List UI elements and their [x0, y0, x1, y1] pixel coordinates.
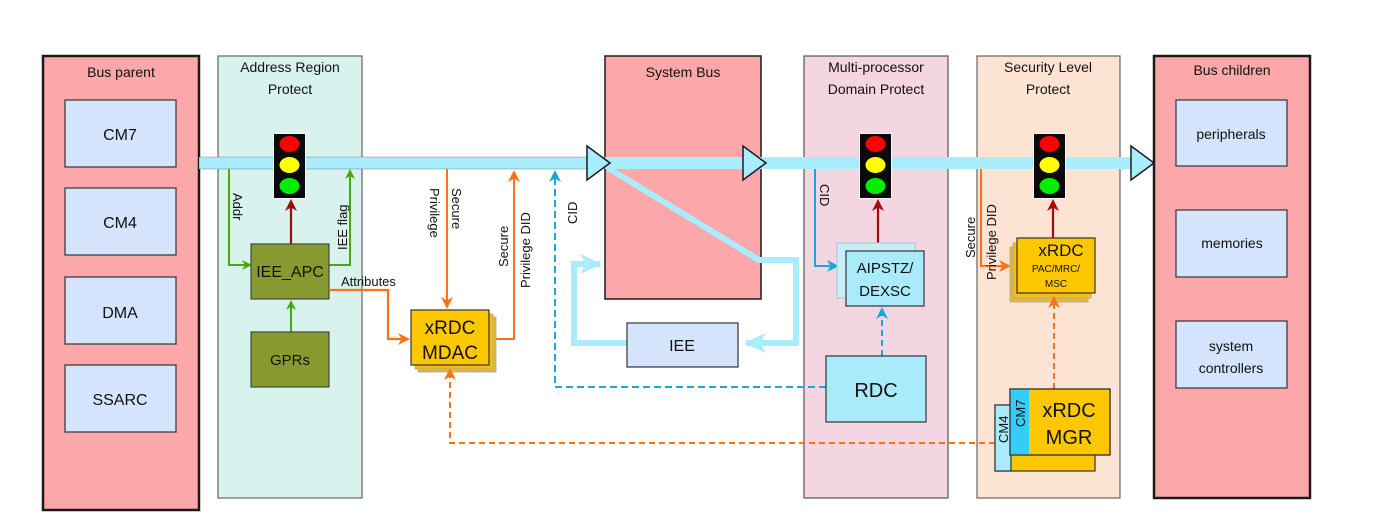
module-peripherals[interactable]: peripherals — [1175, 99, 1288, 167]
cid-dashed-arrow — [549, 170, 826, 388]
aipstz-dexsc-block[interactable]: AIPSTZ/ DEXSC — [836, 242, 925, 307]
system-controllers-label-2: controllers — [1199, 360, 1264, 376]
aipstz-label-1: AIPSTZ/ — [857, 260, 915, 277]
red-light-icon — [1039, 136, 1060, 152]
mgr-tab-cm4: CM4 — [996, 416, 1011, 443]
mgr-to-mdac-arrow — [444, 368, 995, 444]
iee-flag-arrow — [329, 169, 355, 266]
secure-privilege-label-1: Secure — [449, 188, 464, 229]
green-light-icon — [279, 178, 300, 194]
yellow-light-icon — [279, 157, 300, 173]
bus-arrow-2 — [742, 144, 768, 182]
iee-apc-block[interactable]: IEE_APC — [250, 243, 330, 300]
traffic-light-multiprocessor — [859, 133, 892, 199]
mgr-tab-cm7: CM7 — [1013, 400, 1028, 427]
system-bus-title: System Bus — [646, 64, 721, 80]
mdp-title-1: Multi-processor — [828, 59, 924, 75]
red-light-icon — [279, 136, 300, 152]
iee-label: IEE — [669, 338, 695, 355]
secure-did-arrow — [496, 170, 520, 340]
cid-sysbus-label: CID — [565, 202, 580, 224]
module-cm7-label: CM7 — [103, 127, 137, 144]
attributes-arrow — [329, 288, 410, 345]
secure-did-label-2: Privilege DID — [518, 212, 533, 288]
xrdc-pac-label-2: PAC/MRC/ — [1032, 264, 1080, 275]
xrdc-mgr-block[interactable]: CM4 CM7 xRDC MGR — [994, 388, 1111, 472]
yellow-light-icon — [865, 157, 886, 173]
bus-children-title: Bus children — [1193, 62, 1270, 78]
gprs-block[interactable]: GPRs — [250, 331, 330, 388]
addr-label: Addr — [230, 193, 245, 221]
green-light-icon — [1039, 178, 1060, 194]
system-bus-group: System Bus — [604, 55, 762, 300]
bus-children-group: Bus children peripherals memories system… — [1152, 54, 1312, 500]
module-dma-label: DMA — [102, 305, 138, 322]
module-memories[interactable]: memories — [1175, 209, 1288, 278]
iee-return-path — [571, 254, 627, 346]
module-cm7[interactable]: CM7 — [64, 99, 177, 168]
xrdc-mdac-label-1: xRDC — [425, 318, 476, 339]
addr-arrow — [228, 169, 252, 270]
bus-arrow-3 — [1130, 144, 1156, 182]
slp-title-1: Security Level — [1004, 59, 1092, 75]
aipstz-label-2: DEXSC — [859, 283, 911, 300]
rdc-label: RDC — [854, 380, 897, 402]
module-system-controllers[interactable]: system controllers — [1175, 320, 1288, 389]
system-controllers-label-1: system — [1209, 338, 1253, 354]
address-region-title-2: Protect — [268, 81, 312, 97]
xrdc-mdac-label-2: MDAC — [422, 343, 478, 364]
iee-loop-path — [606, 165, 799, 353]
xrdc-pac-block[interactable]: xRDC PAC/MRC/ MSC — [1009, 237, 1096, 303]
module-cm4[interactable]: CM4 — [64, 187, 177, 256]
bus-parent-group: Bus parent CM7 CM4 DMA SSARC — [41, 54, 201, 512]
xrdc-mdac-block[interactable]: xRDC MDAC — [410, 309, 497, 373]
address-region-title-1: Address Region — [240, 59, 340, 75]
attributes-label: Attributes — [341, 274, 396, 289]
gprs-label: GPRs — [270, 352, 310, 369]
module-ssarc-label: SSARC — [92, 392, 147, 409]
traffic-light-address-region — [273, 133, 306, 199]
iee-block[interactable]: IEE — [626, 322, 739, 368]
slp-secure-did-label-1: Secure — [963, 217, 978, 258]
secure-privilege-label-2: Privilege — [427, 188, 442, 238]
slp-title-2: Protect — [1026, 81, 1070, 97]
xrdc-pac-label-1: xRDC — [1038, 241, 1083, 260]
yellow-light-icon — [1039, 157, 1060, 173]
bus-arrow-1 — [586, 144, 612, 182]
mdp-cid-label: CID — [817, 184, 832, 206]
mdp-cid-arrow — [814, 169, 839, 272]
module-ssarc[interactable]: SSARC — [64, 364, 177, 433]
traffic-light-security-level — [1033, 133, 1066, 199]
slp-secure-did-label-2: Privilege DID — [984, 204, 999, 280]
mdp-title-2: Domain Protect — [828, 81, 925, 97]
memories-label: memories — [1201, 235, 1262, 251]
xrdc-pac-label-3: MSC — [1045, 279, 1067, 290]
peripherals-label: peripherals — [1196, 126, 1265, 142]
red-light-icon — [865, 136, 886, 152]
xrdc-mgr-label-2: MGR — [1046, 427, 1093, 449]
slp-secure-did-arrow — [980, 169, 1011, 272]
module-cm4-label: CM4 — [103, 215, 137, 232]
module-dma[interactable]: DMA — [64, 276, 177, 345]
xrdc-mgr-label-1: xRDC — [1042, 400, 1095, 422]
secure-did-label-1: Secure — [496, 226, 511, 267]
rdc-block[interactable]: RDC — [825, 355, 927, 423]
iee-apc-label: IEE_APC — [256, 264, 324, 281]
bus-parent-title: Bus parent — [87, 64, 155, 80]
green-light-icon — [865, 178, 886, 194]
iee-flag-label: IEE flag — [335, 204, 350, 250]
